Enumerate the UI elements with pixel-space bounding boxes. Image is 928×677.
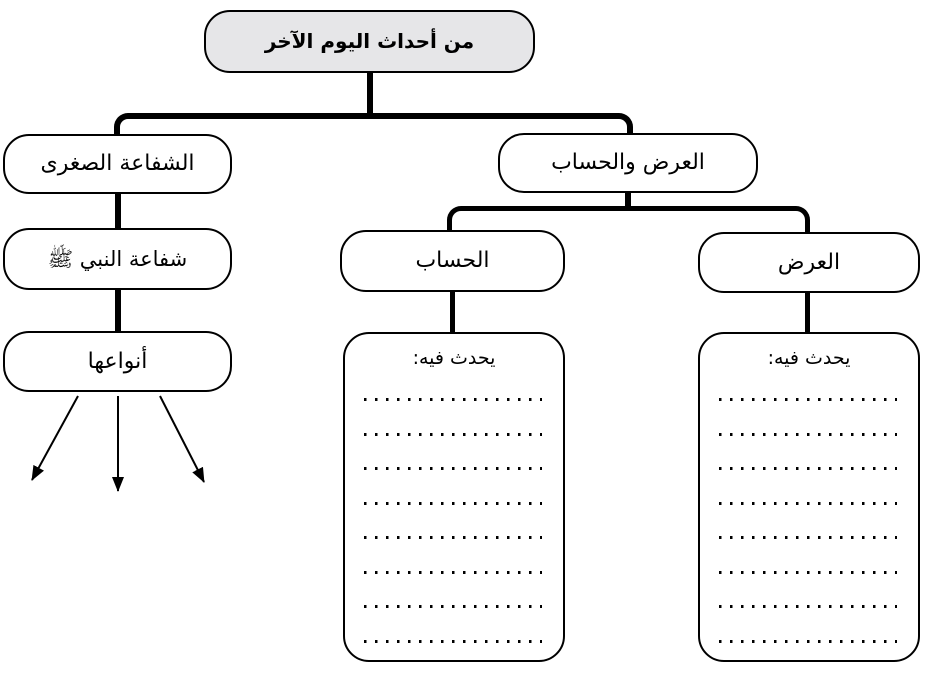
node-its-types: أنواعها [3, 331, 232, 392]
node-its-types-label: أنواعها [87, 348, 148, 374]
detailbox-reckoning-blank-lines [364, 398, 542, 643]
blank-answer-line [364, 501, 542, 505]
detailbox-presentation-heading: يحدث فيه: [767, 347, 851, 369]
blank-answer-line [364, 639, 542, 643]
type-arrows [31, 395, 205, 492]
connector-root-stem [367, 71, 373, 117]
node-presentation: العرض [698, 232, 920, 293]
detailbox-reckoning-heading: يحدث فيه: [412, 347, 496, 369]
node-root-events-of-last-day: من أحداث اليوم الآخر [204, 10, 535, 73]
type-arrow-right [159, 395, 205, 483]
node-root-label: من أحداث اليوم الآخر [264, 29, 475, 53]
connector-presentation-stem [805, 291, 810, 334]
connector-main-bracket [114, 113, 633, 136]
blank-answer-line [719, 398, 897, 401]
connector-left-stem-2 [115, 288, 121, 334]
node-presentation-and-reckoning: العرض والحساب [498, 133, 758, 193]
type-arrow-left [31, 395, 79, 481]
node-reckoning-label: الحساب [415, 248, 490, 274]
detailbox-presentation: يحدث فيه: [698, 332, 920, 662]
connector-right-stem [625, 191, 631, 209]
connector-sub-bracket [447, 206, 810, 233]
connector-reckoning-stem [450, 290, 455, 334]
blank-answer-line [719, 536, 897, 539]
detailbox-reckoning: يحدث فيه: [343, 332, 565, 662]
blank-answer-line [719, 570, 897, 574]
node-prophet-intercession-label: شفاعة النبي ﷺ [47, 246, 188, 271]
detailbox-presentation-blank-lines [719, 398, 897, 643]
blank-answer-line [364, 536, 542, 539]
blank-answer-line [364, 398, 542, 401]
node-presentation-label: العرض [777, 249, 841, 275]
node-minor-intercession-label: الشفاعة الصغرى [40, 151, 195, 177]
blank-answer-line [719, 605, 897, 608]
blank-answer-line [364, 605, 542, 608]
node-prophet-intercession: شفاعة النبي ﷺ [3, 228, 232, 290]
node-reckoning: الحساب [340, 230, 565, 292]
blank-answer-line [364, 570, 542, 574]
connector-left-stem-1 [115, 192, 121, 232]
blank-answer-line [364, 432, 542, 436]
blank-answer-line [719, 432, 897, 436]
blank-answer-line [719, 467, 897, 470]
blank-answer-line [719, 639, 897, 643]
blank-answer-line [719, 501, 897, 505]
blank-answer-line [364, 467, 542, 470]
node-minor-intercession: الشفاعة الصغرى [3, 134, 232, 194]
node-presentation-and-reckoning-label: العرض والحساب [551, 150, 705, 176]
